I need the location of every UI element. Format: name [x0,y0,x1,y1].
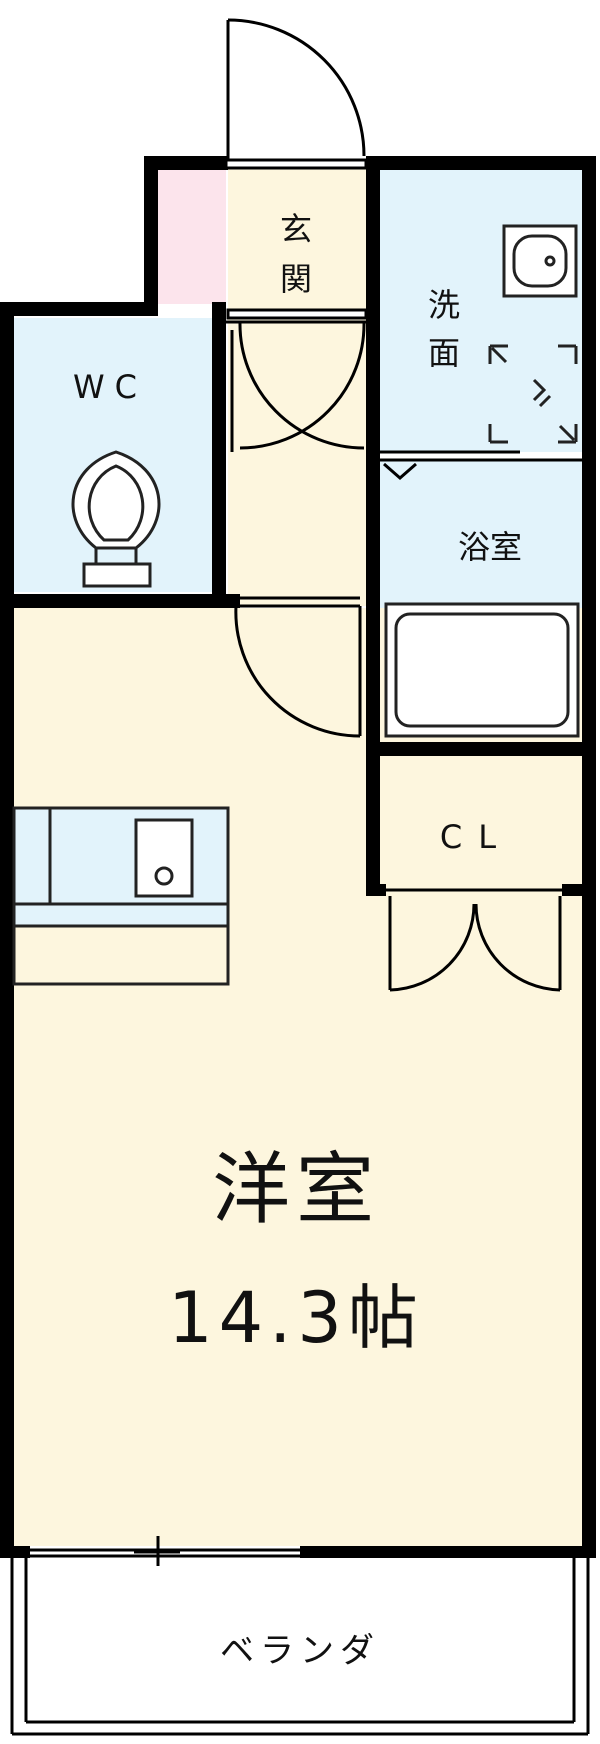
room-storage-top-left [158,168,226,304]
label-cl: CL [440,818,512,856]
veranda [10,1558,590,1736]
label-yokushitsu: 浴室 [458,528,522,566]
label-genkan-line2: 関 [280,260,312,298]
hall-door [234,605,362,738]
washing-machine-icon [488,344,578,444]
toilet-icon [71,450,161,588]
entrance-door [226,18,366,160]
label-senmen-line1: 洗 [428,286,460,324]
label-youshitsu: 洋室 [212,1145,380,1235]
closet-door [388,896,562,992]
room-hall [228,316,366,606]
label-senmen-line2: 面 [428,334,460,372]
room-genkan [228,168,366,316]
bath-door-marker [383,462,417,480]
label-genkan-line1: 玄 [280,210,312,248]
label-youshitsu-size: 14.3帖 [168,1277,424,1359]
genkan-inner-door [230,321,366,452]
bathtub-icon [384,602,580,738]
label-wc: WC [73,368,147,406]
walls [0,156,596,1558]
room-youshitsu [14,608,582,1546]
washbasin-icon [502,224,578,298]
kitchen-counter [12,806,230,986]
partitions [30,158,582,1558]
label-veranda: ベランダ [220,1631,380,1671]
room-senmen [378,168,582,452]
balcony-sliding-window [134,1536,180,1566]
